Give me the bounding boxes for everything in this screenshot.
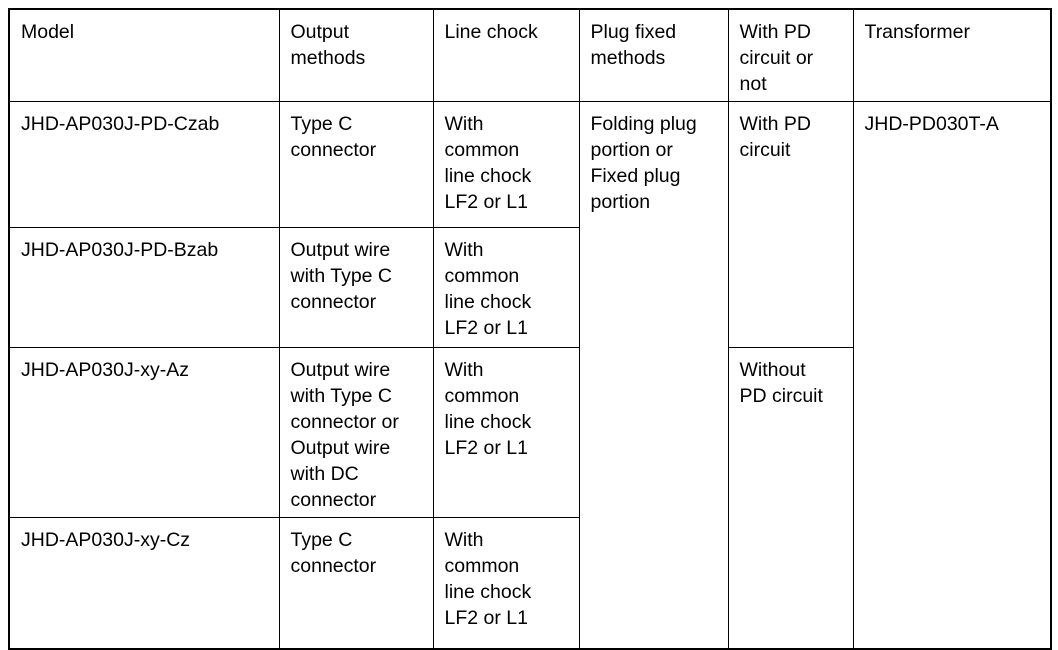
table-row: JHD-AP030J-xy-Az Output wire with Type C… <box>8 347 1051 649</box>
column-header-output-methods: Output methods <box>278 8 434 102</box>
cell-model: JHD-AP030J-PD-Bzab <box>8 227 280 348</box>
cell-pd-circuit-without: Without PD circuit <box>727 347 854 649</box>
header-label: Output methods <box>290 21 366 69</box>
header-label: Plug fixed methods <box>590 21 677 69</box>
cell-value: Without PD circuit <box>739 359 823 407</box>
cell-value: With common line chock LF2 or L1 <box>444 239 532 339</box>
cell-value: Folding plug portion or Fixed plug porti… <box>590 113 697 213</box>
cell-value: With common line chock LF2 or L1 <box>444 113 532 213</box>
cell-value: JHD-PD030T-A <box>864 113 999 135</box>
cell-line-chock: With common line chock LF2 or L1 <box>432 101 580 228</box>
table-row: JHD-AP030J-xy-Cz Type C connector With c… <box>8 517 1051 649</box>
cell-value: JHD-AP030J-xy-Cz <box>21 529 191 551</box>
cell-pd-circuit-with: With PD circuit <box>727 101 854 348</box>
table-row: JHD-AP030J-PD-Czab Type C connector With… <box>8 101 1052 649</box>
column-header-transformer: Transformer <box>852 8 1052 102</box>
cell-line-chock: With common line chock LF2 or L1 <box>432 517 580 649</box>
header-label: Transformer <box>864 21 970 43</box>
cell-value: Type C connector <box>290 529 377 577</box>
cell-value: JHD-AP030J-xy-Az <box>21 359 189 381</box>
product-specification-table: Model Output methods Line chock Plug fix… <box>8 8 1052 650</box>
header-label: With PD circuit or not <box>739 21 814 95</box>
cell-value: With common line chock LF2 or L1 <box>444 359 532 459</box>
table-row: JHD-AP030J-PD-Bzab Output wire with Type… <box>8 227 1051 348</box>
cell-output-methods: Output wire with Type C connector <box>278 227 434 348</box>
cell-value: Output wire with Type C connector or Out… <box>290 359 399 511</box>
cell-model: JHD-AP030J-xy-Cz <box>8 517 280 649</box>
cell-model: JHD-AP030J-xy-Az <box>8 347 280 518</box>
column-header-pd-circuit: With PD circuit or not <box>727 8 854 102</box>
cell-transformer: JHD-PD030T-A <box>852 101 1052 649</box>
column-header-model: Model <box>8 8 280 102</box>
header-label: Model <box>21 21 75 43</box>
cell-value: JHD-AP030J-PD-Czab <box>21 113 220 135</box>
cell-output-methods: Type C connector <box>278 517 434 649</box>
cell-output-methods: Output wire with Type C connector or Out… <box>278 347 434 518</box>
cell-value: Output wire with Type C connector <box>290 239 393 313</box>
cell-value: With PD circuit <box>739 113 812 161</box>
cell-line-chock: With common line chock LF2 or L1 <box>432 347 580 518</box>
cell-model: JHD-AP030J-PD-Czab <box>8 101 280 228</box>
cell-value: JHD-AP030J-PD-Bzab <box>21 239 219 261</box>
cell-value: With common line chock LF2 or L1 <box>444 529 532 629</box>
table-header-row: Model Output methods Line chock Plug fix… <box>8 8 1052 102</box>
cell-line-chock: With common line chock LF2 or L1 <box>432 227 580 348</box>
cell-value: Type C connector <box>290 113 377 161</box>
spec-table-container: Model Output methods Line chock Plug fix… <box>8 8 1052 650</box>
header-label: Line chock <box>444 21 538 43</box>
column-header-line-chock: Line chock <box>432 8 580 102</box>
column-header-plug-fixed-methods: Plug fixed methods <box>578 8 729 102</box>
cell-output-methods: Type C connector <box>278 101 434 228</box>
cell-plug-fixed-methods: Folding plug portion or Fixed plug porti… <box>578 101 729 649</box>
